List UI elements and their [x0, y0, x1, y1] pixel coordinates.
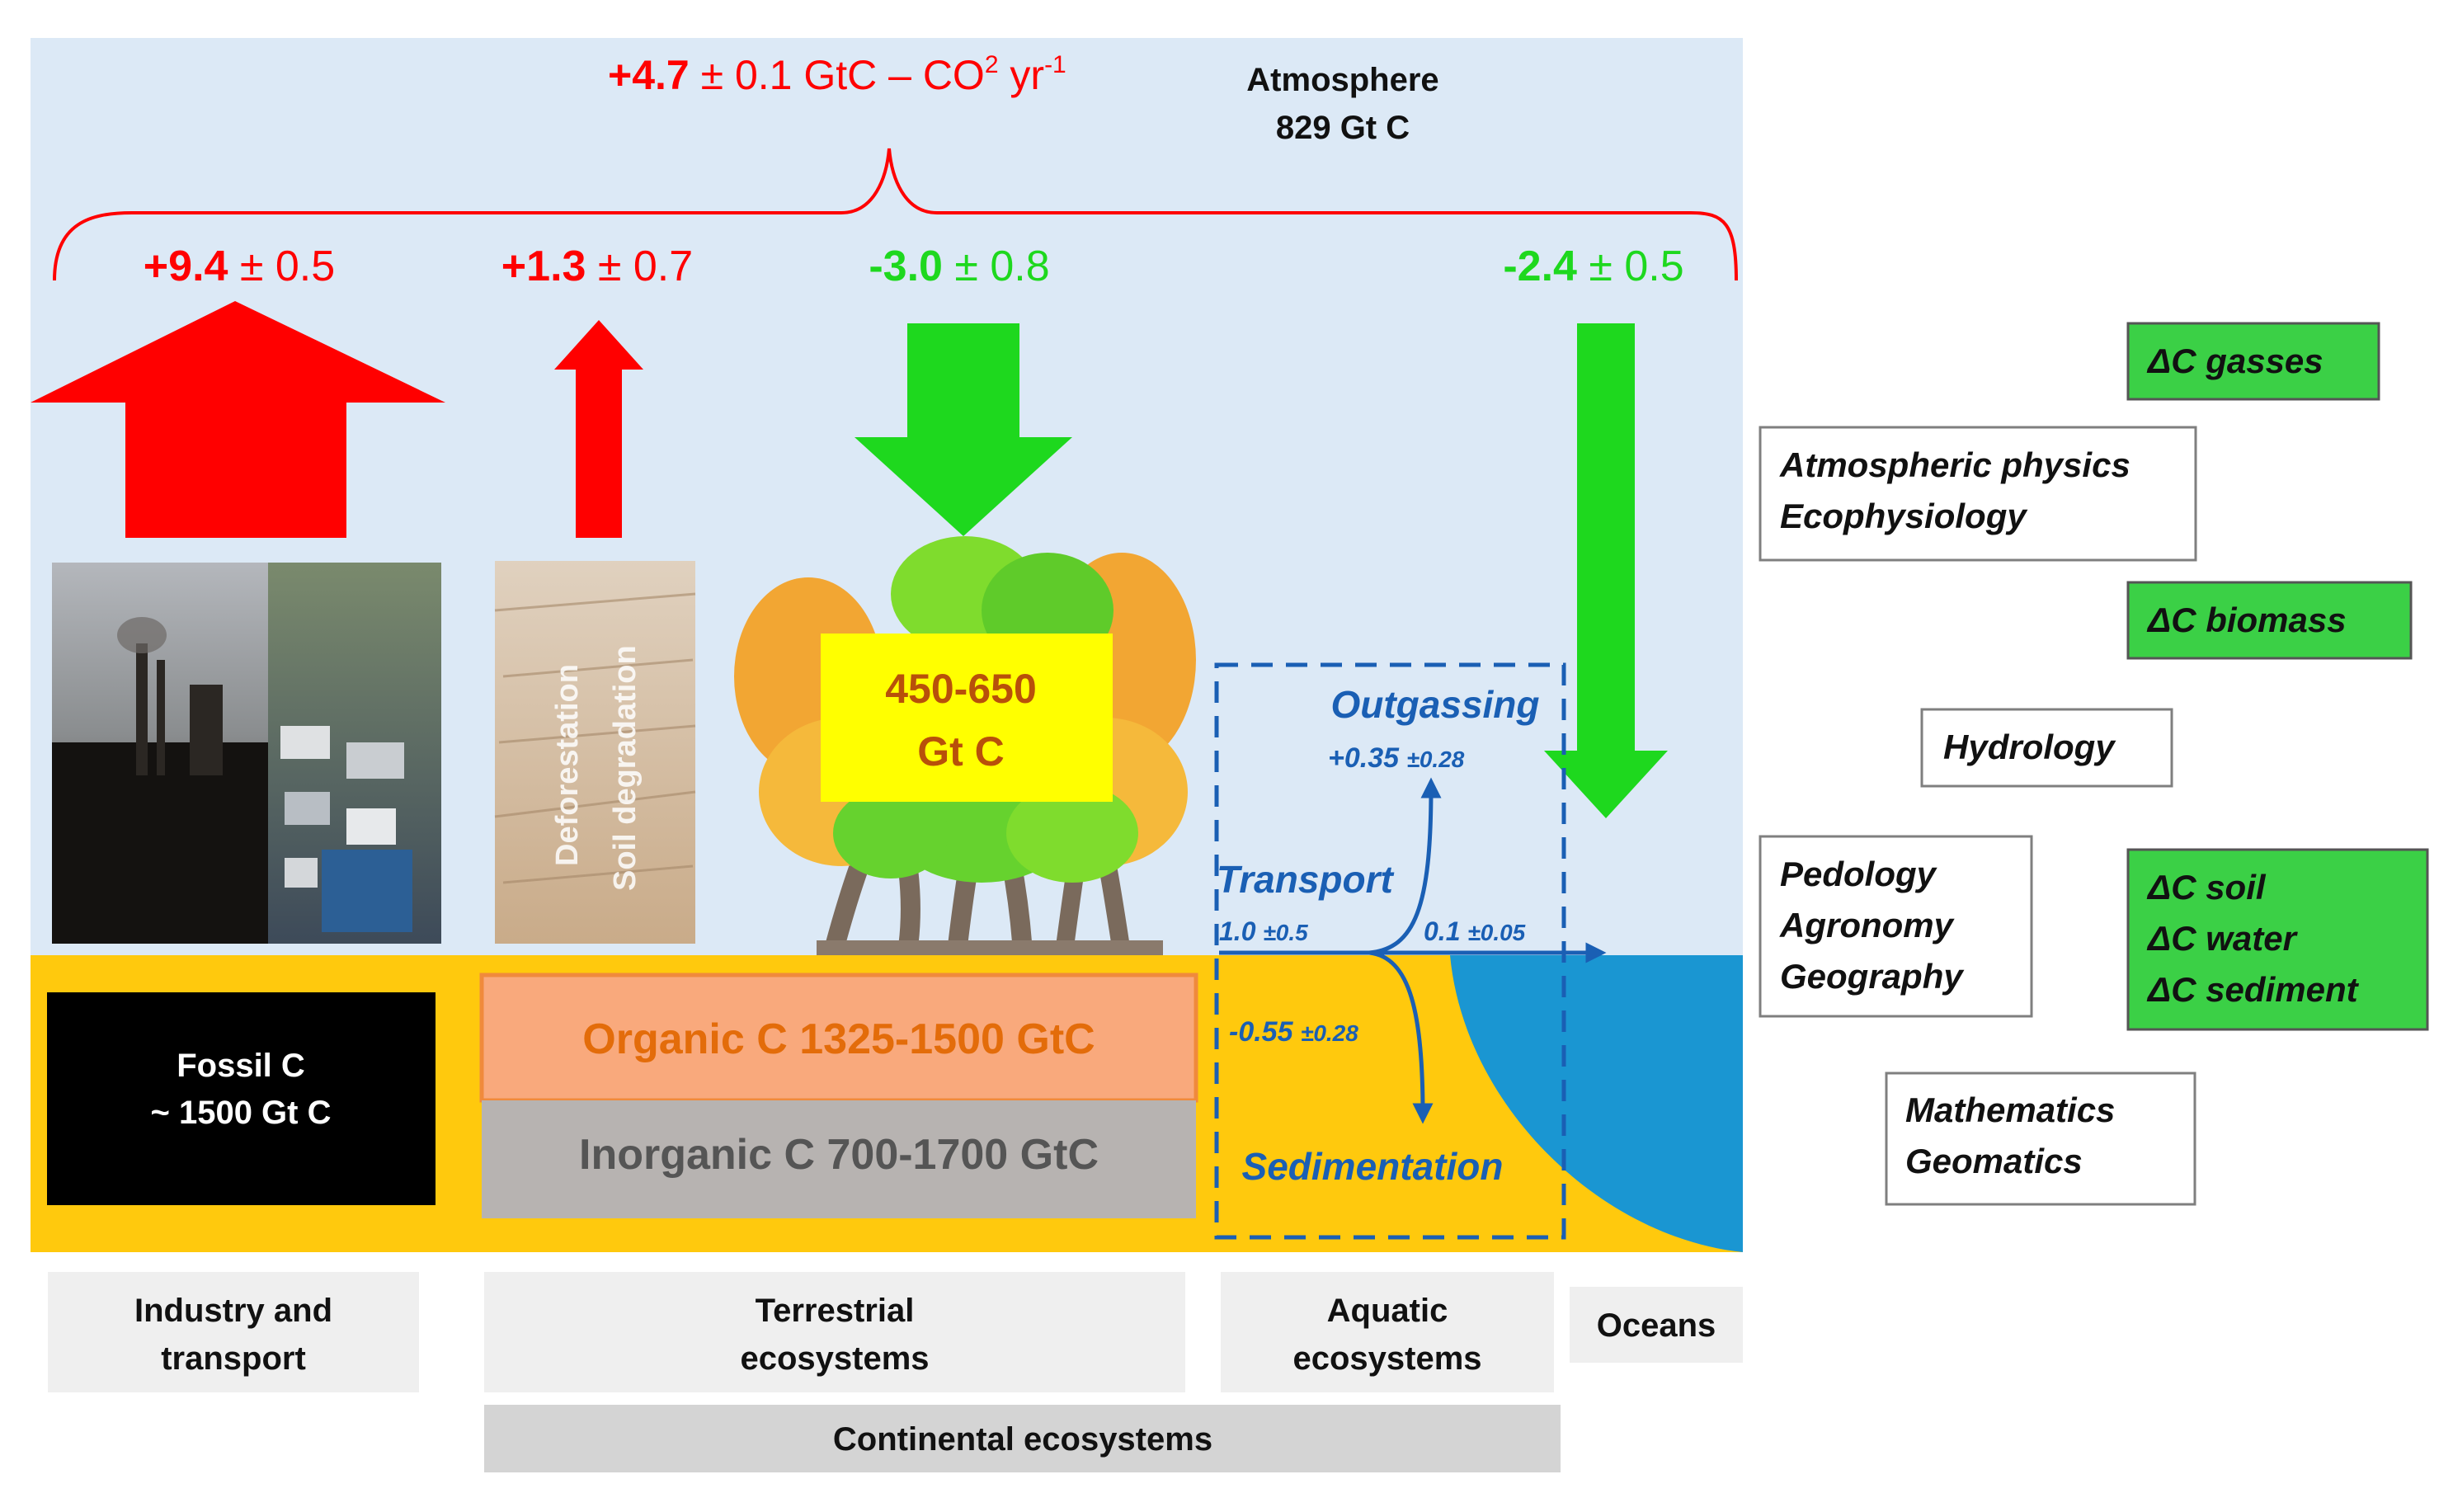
- transport-value: 1.0 ±0.5: [1219, 916, 1308, 946]
- geomatics-label: Geomatics: [1905, 1142, 2083, 1180]
- biomass-pool-value: 450-650: [885, 666, 1037, 712]
- delta-biomass-box: [2126, 581, 2413, 660]
- oceans-category: [1570, 1287, 1743, 1363]
- vegetation-uptake-arrow: [855, 323, 1072, 536]
- geography-label: Geography: [1780, 957, 1965, 996]
- net-flux-label: +4.7 ± 0.1 GtC – CO2 yr-1: [608, 51, 1066, 98]
- aquatic-label-line2: ecosystems: [1292, 1340, 1481, 1377]
- soil-degradation-caption: Soil degradation: [608, 645, 643, 891]
- vegetation-flux-label: -3.0 ± 0.8: [869, 243, 1049, 290]
- delta-sediment-label: ΔC sediment: [2146, 970, 2360, 1009]
- outgassing-label: Outgassing: [1330, 683, 1539, 726]
- ecophysiology-label: Ecophysiology: [1780, 497, 2028, 535]
- deforestation-photo: [494, 561, 696, 944]
- mathematics-geomatics-box: [1885, 1072, 2196, 1206]
- ocean-water: [1450, 955, 1743, 1252]
- fossil-carbon-pool: [47, 992, 436, 1205]
- terrestrial-ecosystems-category: [484, 1272, 1185, 1392]
- sedimentation-value: -0.55 ±0.28: [1229, 1016, 1358, 1048]
- fossil-emission-arrow: [31, 301, 445, 538]
- atmosphere-label: Atmosphere: [1246, 62, 1438, 98]
- ocean-uptake-arrow: [1544, 323, 1668, 818]
- delta-soil-label: ΔC soil: [2146, 868, 2267, 907]
- delta-gasses-box: [2126, 322, 2380, 401]
- industry-transport-photo: [52, 563, 441, 944]
- fossil-flux-label: +9.4 ± 0.5: [144, 243, 335, 290]
- delta-water-label: ΔC water: [2146, 919, 2299, 958]
- deforestation-emission-arrow: [554, 320, 643, 538]
- pedology-label: Pedology: [1780, 855, 1938, 893]
- industry-label-line1: Industry and: [134, 1293, 332, 1329]
- continental-ecosystems-category: [484, 1405, 1561, 1472]
- organic-pool-label: Organic C 1325-1500 GtC: [582, 1015, 1095, 1063]
- fossil-pool-label: Fossil C: [177, 1048, 305, 1084]
- industry-transport-category: [48, 1272, 419, 1392]
- inorganic-carbon-pool: [482, 1100, 1196, 1218]
- ocean-export-value: 0.1 ±0.05: [1424, 916, 1526, 946]
- sedimentation-arrow: [1368, 950, 1434, 1124]
- transport-label: Transport: [1217, 858, 1395, 901]
- outgassing-arrow: [1368, 777, 1442, 955]
- outgassing-value: +0.35 ±0.28: [1328, 742, 1465, 774]
- industry-label-line2: transport: [161, 1340, 306, 1377]
- biomass-pool-unit: Gt C: [917, 728, 1005, 775]
- mathematics-label: Mathematics: [1905, 1090, 2115, 1129]
- agronomy-label: Agronomy: [1779, 906, 1956, 944]
- terrestrial-label-line2: ecosystems: [740, 1340, 929, 1377]
- hydrology-label: Hydrology: [1943, 728, 2116, 766]
- delta-gasses-label: ΔC gasses: [2146, 341, 2324, 380]
- ocean-flux-label: -2.4 ± 0.5: [1503, 243, 1683, 290]
- pedology-agronomy-geography-box: [1759, 835, 2033, 1018]
- fossil-pool-value: ~ 1500 Gt C: [150, 1095, 331, 1131]
- deforestation-flux-label: +1.3 ± 0.7: [501, 243, 693, 290]
- aquatic-label-line1: Aquatic: [1327, 1293, 1448, 1329]
- inorganic-pool-label: Inorganic C 700-1700 GtC: [579, 1131, 1099, 1179]
- continental-label: Continental ecosystems: [833, 1421, 1212, 1458]
- biomass-pool-box: [821, 634, 1113, 802]
- atmosphere-pool-value: 829 Gt C: [1276, 110, 1410, 146]
- aquatic-ecosystems-category: [1221, 1272, 1554, 1392]
- delta-biomass-label: ΔC biomass: [2146, 601, 2347, 639]
- atmospheric-physics-box: [1759, 426, 2197, 562]
- oceans-label: Oceans: [1597, 1307, 1716, 1344]
- terrestrial-label-line1: Terrestrial: [756, 1293, 915, 1329]
- hydrology-box: [1920, 708, 2173, 788]
- deforestation-caption: Deforestation: [550, 664, 585, 866]
- atmospheric-physics-label: Atmospheric physics: [1779, 445, 2130, 484]
- net-flux-bracket: [53, 148, 1738, 281]
- sedimentation-label: Sedimentation: [1242, 1145, 1504, 1188]
- delta-soil-water-sediment-box: [2126, 848, 2429, 1031]
